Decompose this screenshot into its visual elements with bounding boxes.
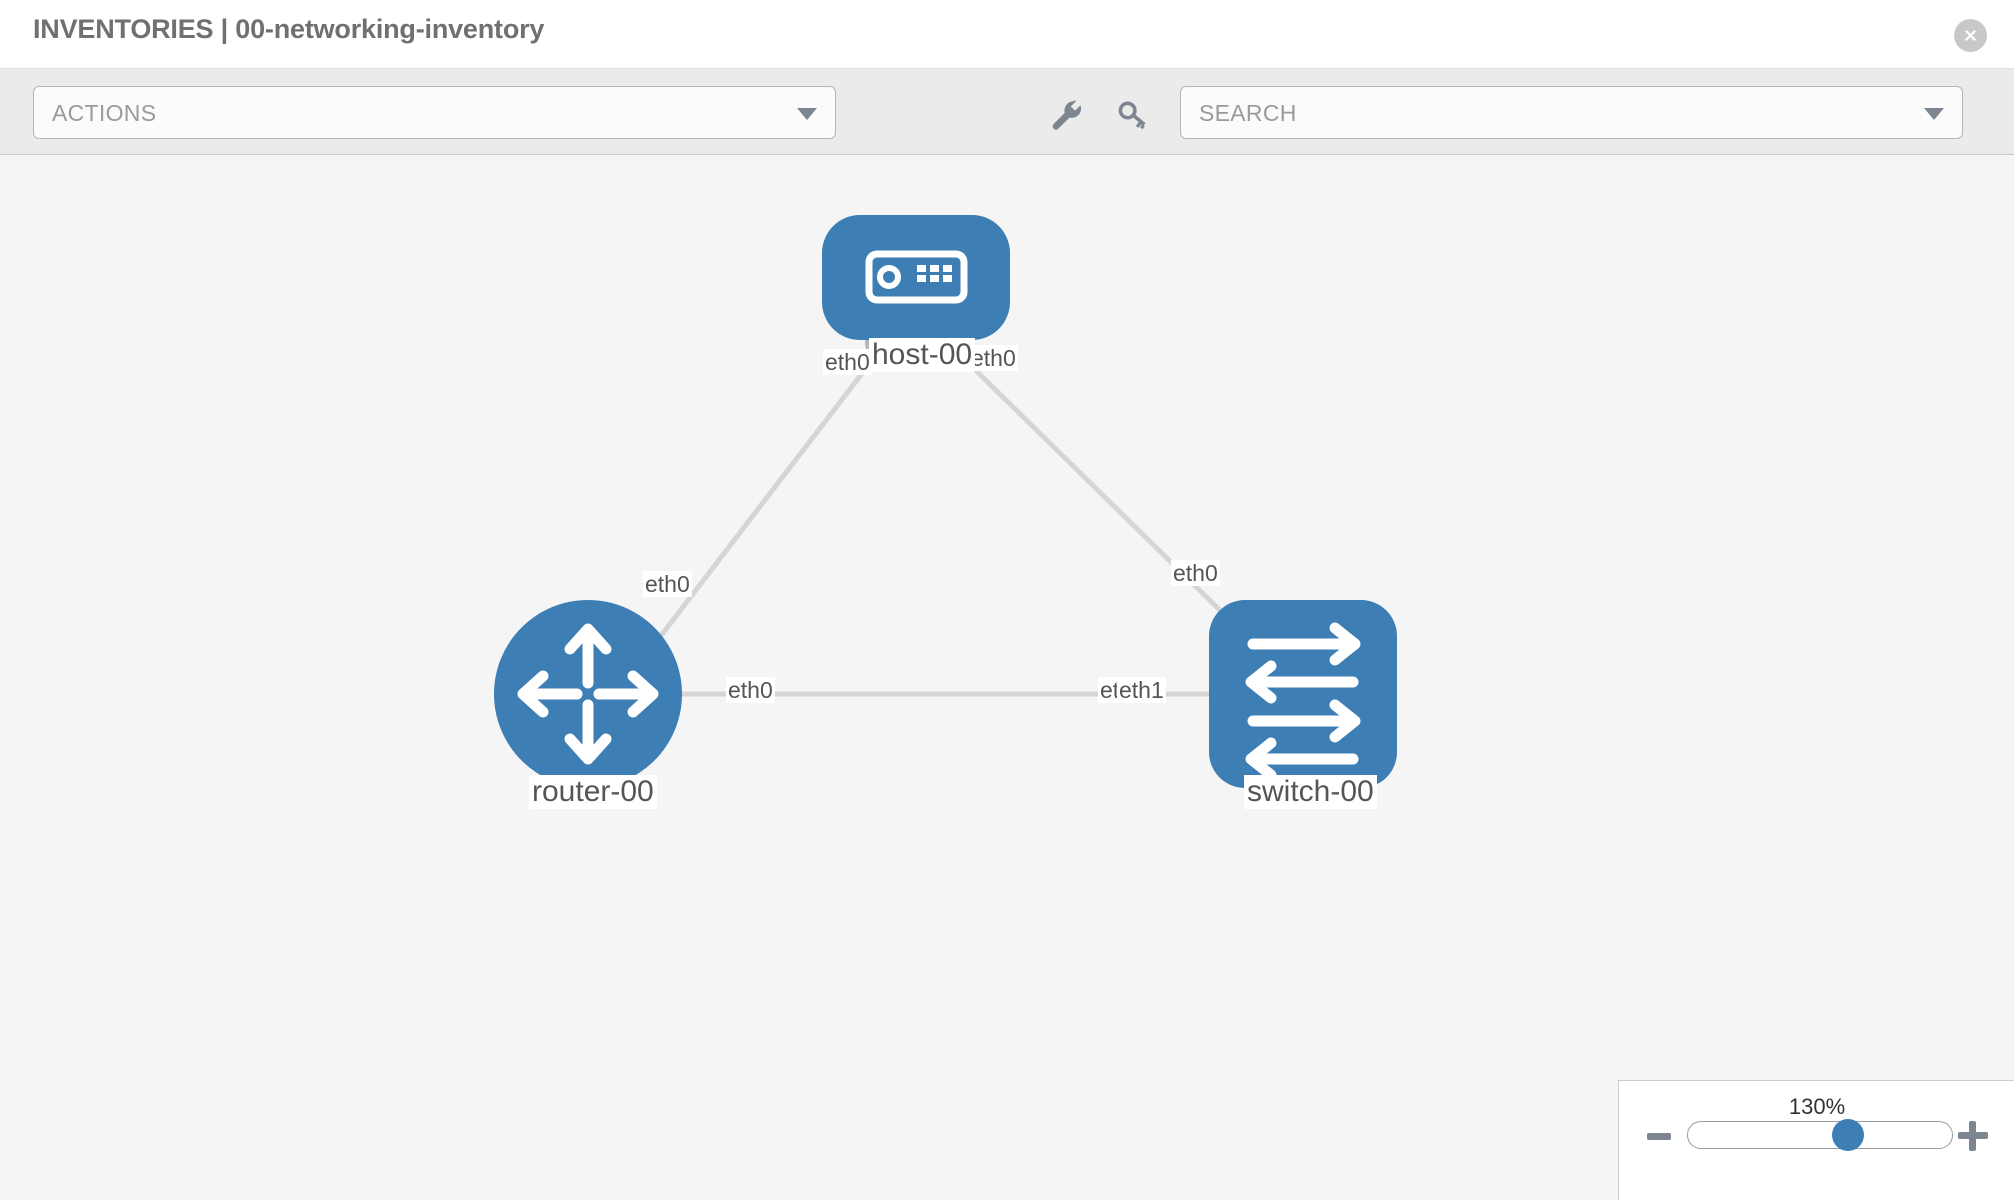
plus-icon[interactable] [1958,1121,1988,1151]
node-router-00[interactable] [494,600,682,788]
zoom-control: 130% [1618,1080,2014,1200]
server-icon [865,250,968,304]
key-icon[interactable] [1113,95,1153,135]
edge-label: eth0 [823,349,872,376]
node-label-router-00: router-00 [529,775,657,809]
search-input[interactable] [1199,100,1899,127]
edge-label: eth1 [1117,677,1166,704]
node-host-00[interactable] [822,215,1010,340]
edge-label: eth0 [1171,560,1220,587]
minus-icon[interactable] [1647,1133,1671,1140]
chevron-down-icon [797,108,817,120]
wrench-icon[interactable] [1046,95,1086,135]
close-icon[interactable] [1954,19,1987,52]
zoom-level-value: 130% [1788,1094,1846,1119]
actions-dropdown-label: ACTIONS [52,100,157,126]
topology-links [640,348,1245,697]
edge-label: eth0 [643,571,692,598]
zoom-slider-thumb[interactable] [1832,1119,1864,1151]
node-label-switch-00: switch-00 [1244,775,1377,809]
actions-dropdown[interactable]: ACTIONS [33,86,836,139]
page-header: INVENTORIES | 00-networking-inventory [0,0,2014,69]
topology-canvas[interactable]: eth0 eth0 eth0 eth0 eth0 eth0 eth1 host-… [0,155,2014,1200]
chevron-down-icon[interactable] [1924,108,1944,120]
node-switch-00[interactable] [1209,600,1397,788]
edge-label: eth0 [726,677,775,704]
topology-nubs [621,323,1265,716]
link-router-host [648,348,882,652]
toolbar: ACTIONS [0,69,2014,155]
node-label-host-00: host-00 [869,338,976,372]
switch-arrows-icon [1245,622,1361,781]
router-arrows-icon [517,623,659,765]
search-field[interactable] [1180,86,1963,139]
edge-label: eth0 [969,345,1018,372]
zoom-slider-track[interactable] [1687,1119,1953,1151]
page-title: INVENTORIES | 00-networking-inventory [33,14,545,44]
